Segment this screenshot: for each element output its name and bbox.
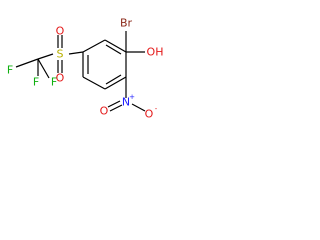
nitro-oxygen-top-label: O xyxy=(100,105,109,118)
bromine-label: Br xyxy=(120,17,133,30)
bond-n-to-o-left xyxy=(107,100,121,108)
fluorine-bottom-label: F xyxy=(33,76,39,89)
bond-n-to-o-right xyxy=(131,103,146,112)
fluorine-right-label: F xyxy=(51,76,57,89)
bond-c-to-f-right xyxy=(37,58,50,79)
ring-bond-c6-c1 xyxy=(82,39,106,53)
nitro-nitrogen-label: N xyxy=(122,96,130,109)
fluorine-left-label: F xyxy=(7,64,13,77)
ring-double-bond-top-right xyxy=(105,44,122,55)
sulfonyl-oxygen-top-label: O xyxy=(56,25,65,38)
chemical-structure-diagram: Br OH N + O O - S O O F F F xyxy=(7,17,164,121)
ring-bond-c4-c5 xyxy=(82,76,106,90)
nitro-nitrogen-charge: + xyxy=(129,93,135,101)
ring-bond-c3-c4 xyxy=(104,76,127,90)
ring-bond-c1-c2 xyxy=(104,39,127,53)
bond-s-to-cf3-carbon xyxy=(37,53,54,60)
hydroxyl-label: OH xyxy=(147,46,164,59)
nitro-oxygen-charge: - xyxy=(155,105,158,113)
bond-to-sulfur xyxy=(68,51,84,55)
ring-double-bond-bottom-right xyxy=(105,74,122,85)
atom-labels: Br OH N + O O - S O O F F F xyxy=(7,17,164,121)
substituent-bonds xyxy=(15,31,146,112)
sulfonyl-oxygen-bottom-label: O xyxy=(56,72,65,85)
nitro-oxygen-right-label: O xyxy=(145,108,154,121)
sulfur-label: S xyxy=(57,48,64,61)
bond-c-to-f-left xyxy=(15,58,39,68)
benzene-ring xyxy=(82,39,127,90)
bond-n-to-o-left-double xyxy=(109,104,123,112)
